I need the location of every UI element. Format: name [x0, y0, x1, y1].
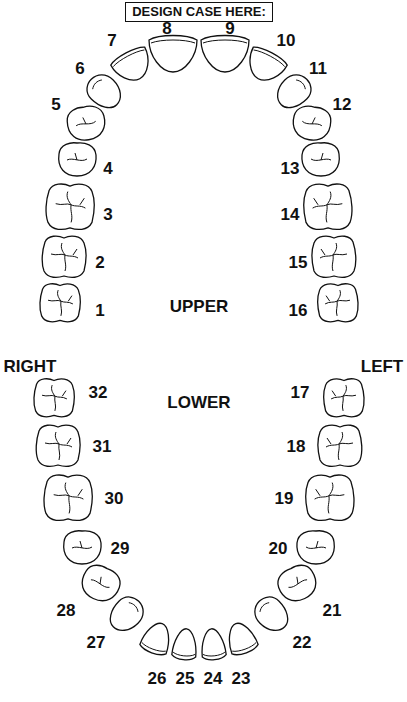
- tooth: [40, 284, 80, 322]
- tooth-number: 17: [291, 384, 310, 401]
- tooth-number: 27: [87, 634, 106, 651]
- tooth: [149, 36, 197, 73]
- tooth-number: 19: [275, 490, 294, 507]
- tooth-number: 5: [51, 96, 60, 113]
- tooth-number: 8: [162, 20, 171, 37]
- tooth-number: 3: [103, 206, 112, 223]
- tooth: [312, 236, 356, 277]
- tooth: [77, 561, 125, 607]
- tooth: [297, 531, 334, 564]
- tooth: [241, 44, 289, 88]
- tooth: [59, 143, 96, 176]
- tooth-number: 18: [287, 438, 306, 455]
- tooth-number: 11: [309, 60, 327, 77]
- tooth: [304, 184, 352, 229]
- tooth-number: 32: [89, 384, 108, 401]
- tooth-number: 26: [148, 670, 167, 687]
- tooth: [302, 143, 339, 176]
- tooth: [318, 284, 358, 322]
- tooth: [36, 425, 80, 466]
- tooth-number: 1: [95, 302, 104, 319]
- tooth-number: 20: [269, 540, 288, 557]
- tooth-number: 10: [277, 32, 296, 49]
- tooth: [290, 104, 333, 143]
- tooth: [306, 475, 354, 520]
- side-label: RIGHT: [4, 358, 57, 375]
- tooth: [103, 591, 149, 637]
- tooth-number: 24: [204, 670, 223, 687]
- tooth-number: 7: [107, 32, 116, 49]
- arch-label: UPPER: [170, 298, 229, 315]
- tooth-number: 30: [105, 490, 124, 507]
- tooth: [201, 36, 249, 73]
- tooth-number: 28: [57, 602, 76, 619]
- tooth-number: 4: [103, 160, 112, 177]
- tooth-number: 22: [293, 634, 312, 651]
- tooth: [223, 619, 260, 658]
- side-label: LEFT: [361, 358, 404, 375]
- tooth-number: 12: [333, 96, 352, 113]
- tooth-number: 21: [323, 602, 342, 619]
- tooth: [318, 425, 362, 466]
- tooth-number: 2: [95, 254, 104, 271]
- tooth-number: 31: [93, 438, 112, 455]
- tooth: [171, 628, 198, 661]
- tooth: [44, 475, 92, 520]
- tooth-number: 25: [176, 670, 195, 687]
- tooth: [64, 531, 101, 564]
- arch-label: LOWER: [167, 394, 230, 411]
- tooth: [65, 104, 108, 143]
- tooth: [46, 184, 94, 229]
- tooth: [139, 619, 176, 658]
- tooth-number: 9: [225, 20, 234, 37]
- tooth: [199, 628, 226, 661]
- tooth: [42, 236, 86, 277]
- tooth: [273, 561, 321, 607]
- tooth: [109, 44, 157, 88]
- box-text: DESIGN CASE HERE:: [132, 5, 266, 19]
- tooth-number: 14: [281, 206, 300, 223]
- tooth-number: 15: [289, 254, 308, 271]
- title-box: DESIGN CASE HERE:: [125, 2, 273, 22]
- tooth-number: 16: [289, 302, 308, 319]
- tooth-number: 29: [111, 540, 130, 557]
- tooth-number: 13: [281, 160, 300, 177]
- tooth: [34, 379, 74, 417]
- tooth-number: 23: [232, 670, 251, 687]
- tooth: [324, 379, 364, 417]
- tooth-number: 6: [75, 60, 84, 77]
- tooth: [249, 591, 295, 637]
